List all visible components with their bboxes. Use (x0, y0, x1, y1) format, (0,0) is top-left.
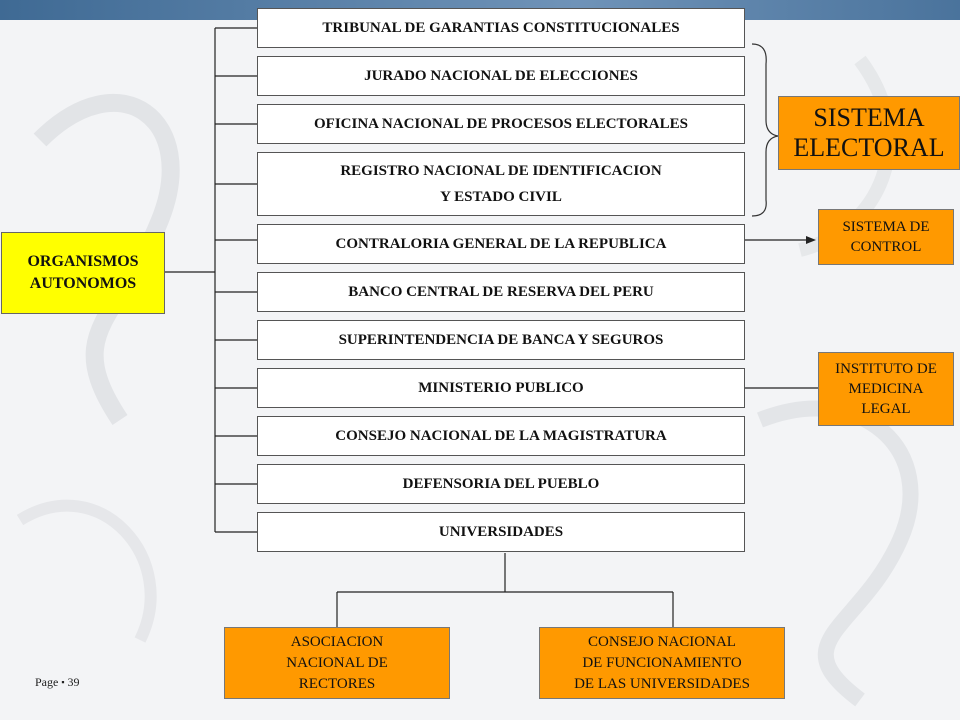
defensoria-box: DEFENSORIA DEL PUEBLO (257, 464, 745, 504)
contraloria-label: CONTRALORIA GENERAL DE LA REPUBLICA (335, 236, 667, 252)
ministerio-publico-label: MINISTERIO PUBLICO (418, 380, 584, 396)
defensoria-label: DEFENSORIA DEL PUEBLO (402, 476, 600, 492)
consejo-func-line3: DE LAS UNIVERSIDADES (574, 675, 750, 692)
sistema-control-line1: SISTEMA DE (842, 219, 930, 235)
consejo-func-line1: CONSEJO NACIONAL (588, 633, 736, 650)
instituto-line1: INSTITUTO DE (835, 361, 937, 377)
organismos-autonomos-label: ORGANISMOS AUTONOMOS (27, 253, 139, 292)
asociacion-rectores-box: ASOCIACION NACIONAL DE RECTORES (224, 627, 450, 699)
page-label: Page (35, 675, 59, 689)
organismos-autonomos-box: ORGANISMOS AUTONOMOS (1, 232, 165, 314)
sistema-electoral-line1: SISTEMA (813, 103, 925, 132)
reniec-box: REGISTRO NACIONAL DE IDENTIFICACION Y ES… (257, 152, 745, 216)
sistema-electoral-line2: ELECTORAL (793, 133, 945, 162)
asociacion-line1: ASOCIACION (290, 633, 384, 650)
universidades-label: UNIVERSIDADES (438, 524, 564, 540)
sistema-control-box: SISTEMA DE CONTROL (818, 209, 954, 265)
tribunal-box: TRIBUNAL DE GARANTIAS CONSTITUCIONALES (257, 8, 745, 48)
onpe-label: OFICINA NACIONAL DE PROCESOS ELECTORALES (314, 116, 688, 132)
asociacion-line3: RECTORES (298, 675, 376, 692)
instituto-medicina-legal-box: INSTITUTO DE MEDICINA LEGAL (818, 352, 954, 426)
onpe-box: OFICINA NACIONAL DE PROCESOS ELECTORALES (257, 104, 745, 144)
sbs-label: SUPERINTENDENCIA DE BANCA Y SEGUROS (338, 332, 664, 348)
page-number-value: 39 (67, 675, 80, 689)
reniec-label-line1: REGISTRO NACIONAL DE IDENTIFICACION (340, 163, 662, 179)
bullet-icon: ▪ (61, 677, 65, 687)
page-number: Page ▪ 39 (35, 675, 80, 690)
ministerio-publico-box: MINISTERIO PUBLICO (257, 368, 745, 408)
reniec-label-line2: Y ESTADO CIVIL (440, 189, 562, 205)
consejo-func-line2: DE FUNCIONAMIENTO (582, 654, 742, 671)
sbs-box: SUPERINTENDENCIA DE BANCA Y SEGUROS (257, 320, 745, 360)
sistema-control-line2: CONTROL (850, 239, 922, 255)
cnm-label: CONSEJO NACIONAL DE LA MAGISTRATURA (335, 428, 667, 444)
jurado-box: JURADO NACIONAL DE ELECCIONES (257, 56, 745, 96)
instituto-line2: MEDICINA (848, 381, 924, 397)
asociacion-line2: NACIONAL DE (286, 654, 388, 671)
bcr-box: BANCO CENTRAL DE RESERVA DEL PERU (257, 272, 745, 312)
tribunal-label: TRIBUNAL DE GARANTIAS CONSTITUCIONALES (322, 20, 680, 36)
jurado-label: JURADO NACIONAL DE ELECCIONES (364, 68, 638, 84)
bcr-label: BANCO CENTRAL DE RESERVA DEL PERU (348, 284, 654, 300)
universidades-box: UNIVERSIDADES (257, 512, 745, 552)
sistema-electoral-box: SISTEMA ELECTORAL (778, 96, 960, 170)
cnm-box: CONSEJO NACIONAL DE LA MAGISTRATURA (257, 416, 745, 456)
instituto-line3: LEGAL (861, 401, 911, 417)
contraloria-box: CONTRALORIA GENERAL DE LA REPUBLICA (257, 224, 745, 264)
consejo-funcionamiento-box: CONSEJO NACIONAL DE FUNCIONAMIENTO DE LA… (539, 627, 785, 699)
